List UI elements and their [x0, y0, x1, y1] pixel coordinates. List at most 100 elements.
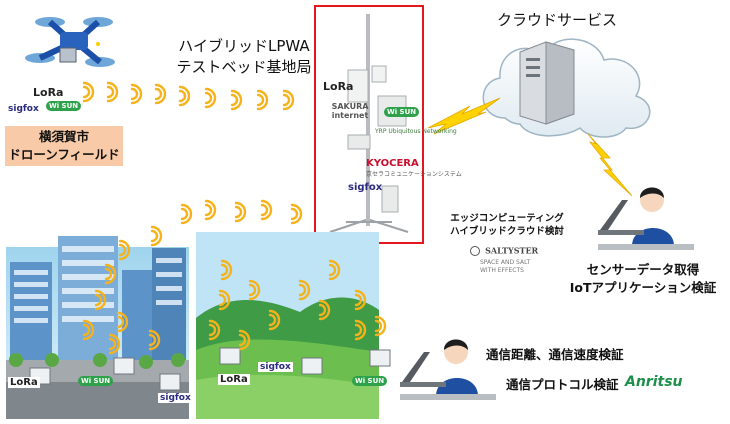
kyocera-logo: KYOCERA [366, 158, 419, 169]
saltyster-logo-text: SALTYSTER [485, 245, 539, 256]
signal-wave-arc [148, 329, 161, 351]
signal-wave-arc [116, 315, 125, 329]
engineer-at-laptop-icon [400, 339, 496, 400]
saltyster-emblem-icon [470, 245, 480, 256]
signal-wave-arc [248, 283, 257, 297]
signal-wave-arc [268, 309, 281, 331]
signal-wave-arc [82, 319, 95, 341]
signal-wave-arc [256, 93, 265, 107]
base-station-title-line1: ハイブリッドLPWA [178, 37, 310, 55]
wisun-logo: Wi SUN [46, 101, 82, 111]
drone-icon [25, 17, 115, 67]
signal-wave-arc [282, 93, 291, 107]
sigfox-logo: sigfox [158, 393, 193, 403]
signal-wave-arc [238, 333, 247, 347]
signal-wave-arc [220, 263, 229, 277]
signal-wave-arc [94, 293, 103, 307]
signal-wave-arc [82, 323, 91, 337]
engineer-at-laptop-icon [598, 187, 694, 250]
signal-wave-arc [204, 199, 217, 221]
lightning-bolt-icon [587, 133, 633, 197]
signal-wave-arc [354, 293, 363, 307]
signal-wave-arc [208, 323, 217, 337]
cloud-service-label: クラウドサービス [497, 11, 618, 29]
signal-wave-arc [234, 201, 247, 223]
signal-wave-arc [298, 283, 307, 297]
lora-logo: LoRa [8, 377, 40, 388]
signal-wave-arc [230, 93, 239, 107]
signal-wave-arc [108, 337, 117, 351]
signal-wave-arc [260, 203, 269, 217]
signal-wave-arc [282, 89, 295, 111]
drone-field-line1: 横須賀市 [38, 129, 89, 144]
signal-wave-arc [234, 205, 243, 219]
signal-wave-arc [328, 263, 337, 277]
signal-wave-arc [82, 85, 91, 99]
wisun-logo: Wi SUN [352, 376, 388, 386]
signal-wave-arc [94, 289, 107, 311]
distance-speed-verification-label: 通信距離、通信速度検証 [486, 347, 624, 362]
signal-wave-arc [154, 87, 163, 101]
signal-wave-arc [108, 333, 121, 355]
signal-wave-arc [130, 87, 139, 101]
signal-wave-arc [248, 279, 261, 301]
signal-wave-arc [150, 229, 159, 243]
signal-wave-arc [256, 89, 269, 111]
wisun-logo: Wi SUN [384, 107, 420, 117]
signal-wave-arc [318, 303, 327, 317]
signal-wave-arc [268, 313, 277, 327]
signal-wave-arc [180, 207, 189, 221]
signal-wave-arc [208, 319, 221, 341]
signal-wave-arc [260, 199, 273, 221]
edge-computing-line2: ハイブリッドクラウド検討 [450, 226, 564, 237]
signal-wave-arc [354, 289, 367, 311]
lightning-bolt-icon [427, 97, 501, 135]
protocol-verification-label: 通信プロトコル検証 [506, 377, 619, 392]
signal-wave-arc [180, 203, 193, 225]
anritsu-logo: Anritsu [625, 374, 683, 390]
signal-wave-arc [238, 329, 251, 351]
signal-waves [82, 81, 387, 355]
kyocera-logo-sub: 京セラコミュニケーションシステム [366, 171, 462, 178]
signal-wave-arc [220, 259, 233, 281]
sakura-logo-line1: SAKURA [331, 102, 369, 111]
sensor-data-line1: センサーデータ取得 [586, 262, 700, 277]
signal-wave-arc [118, 239, 131, 261]
signal-wave-arc [204, 203, 213, 217]
signal-wave-arc [218, 293, 227, 307]
signal-wave-arc [354, 323, 363, 337]
signal-wave-arc [104, 263, 117, 285]
server-icon [519, 41, 575, 125]
signal-wave-arc [290, 203, 303, 225]
lora-logo: LoRa [33, 86, 64, 99]
edge-computing-line1: エッジコンピューティング [450, 213, 564, 224]
signal-wave-arc [106, 81, 119, 103]
base-station-tower [329, 14, 409, 233]
signal-wave-arc [354, 319, 367, 341]
sakura-internet-logo: SAKURA internet [322, 102, 378, 120]
signal-wave-arc [82, 81, 95, 103]
signal-wave-arc [374, 319, 383, 333]
signal-wave-arc [318, 299, 331, 321]
drone-field-line2: ドローンフィールド [8, 147, 120, 162]
signal-wave-arc [290, 207, 299, 221]
countryside-panel [196, 232, 391, 419]
signal-wave-arc [178, 89, 187, 103]
signal-wave-arc [230, 89, 243, 111]
signal-wave-arc [154, 83, 167, 105]
lora-logo: LoRa [218, 374, 250, 385]
sensor-data-line2: IoTアプリケーション検証 [569, 280, 717, 295]
saltyster-logo-sub: SPACE AND SALT WITH EFFECTS [480, 259, 531, 274]
saltyster-logo: SALTYSTER SPACE AND SALT WITH EFFECTS [470, 240, 542, 275]
city-panel [6, 236, 189, 419]
sakura-logo-line2: internet [331, 111, 369, 120]
signal-wave-arc [106, 85, 115, 99]
signal-wave-arc [116, 311, 129, 333]
signal-wave-arc [218, 289, 231, 311]
signal-wave-arc [204, 87, 217, 109]
signal-wave-arc [130, 83, 143, 105]
signal-wave-arc [178, 85, 191, 107]
signal-wave-arc [118, 243, 127, 257]
base-station-title-line2: テストベッド基地局 [176, 58, 312, 76]
